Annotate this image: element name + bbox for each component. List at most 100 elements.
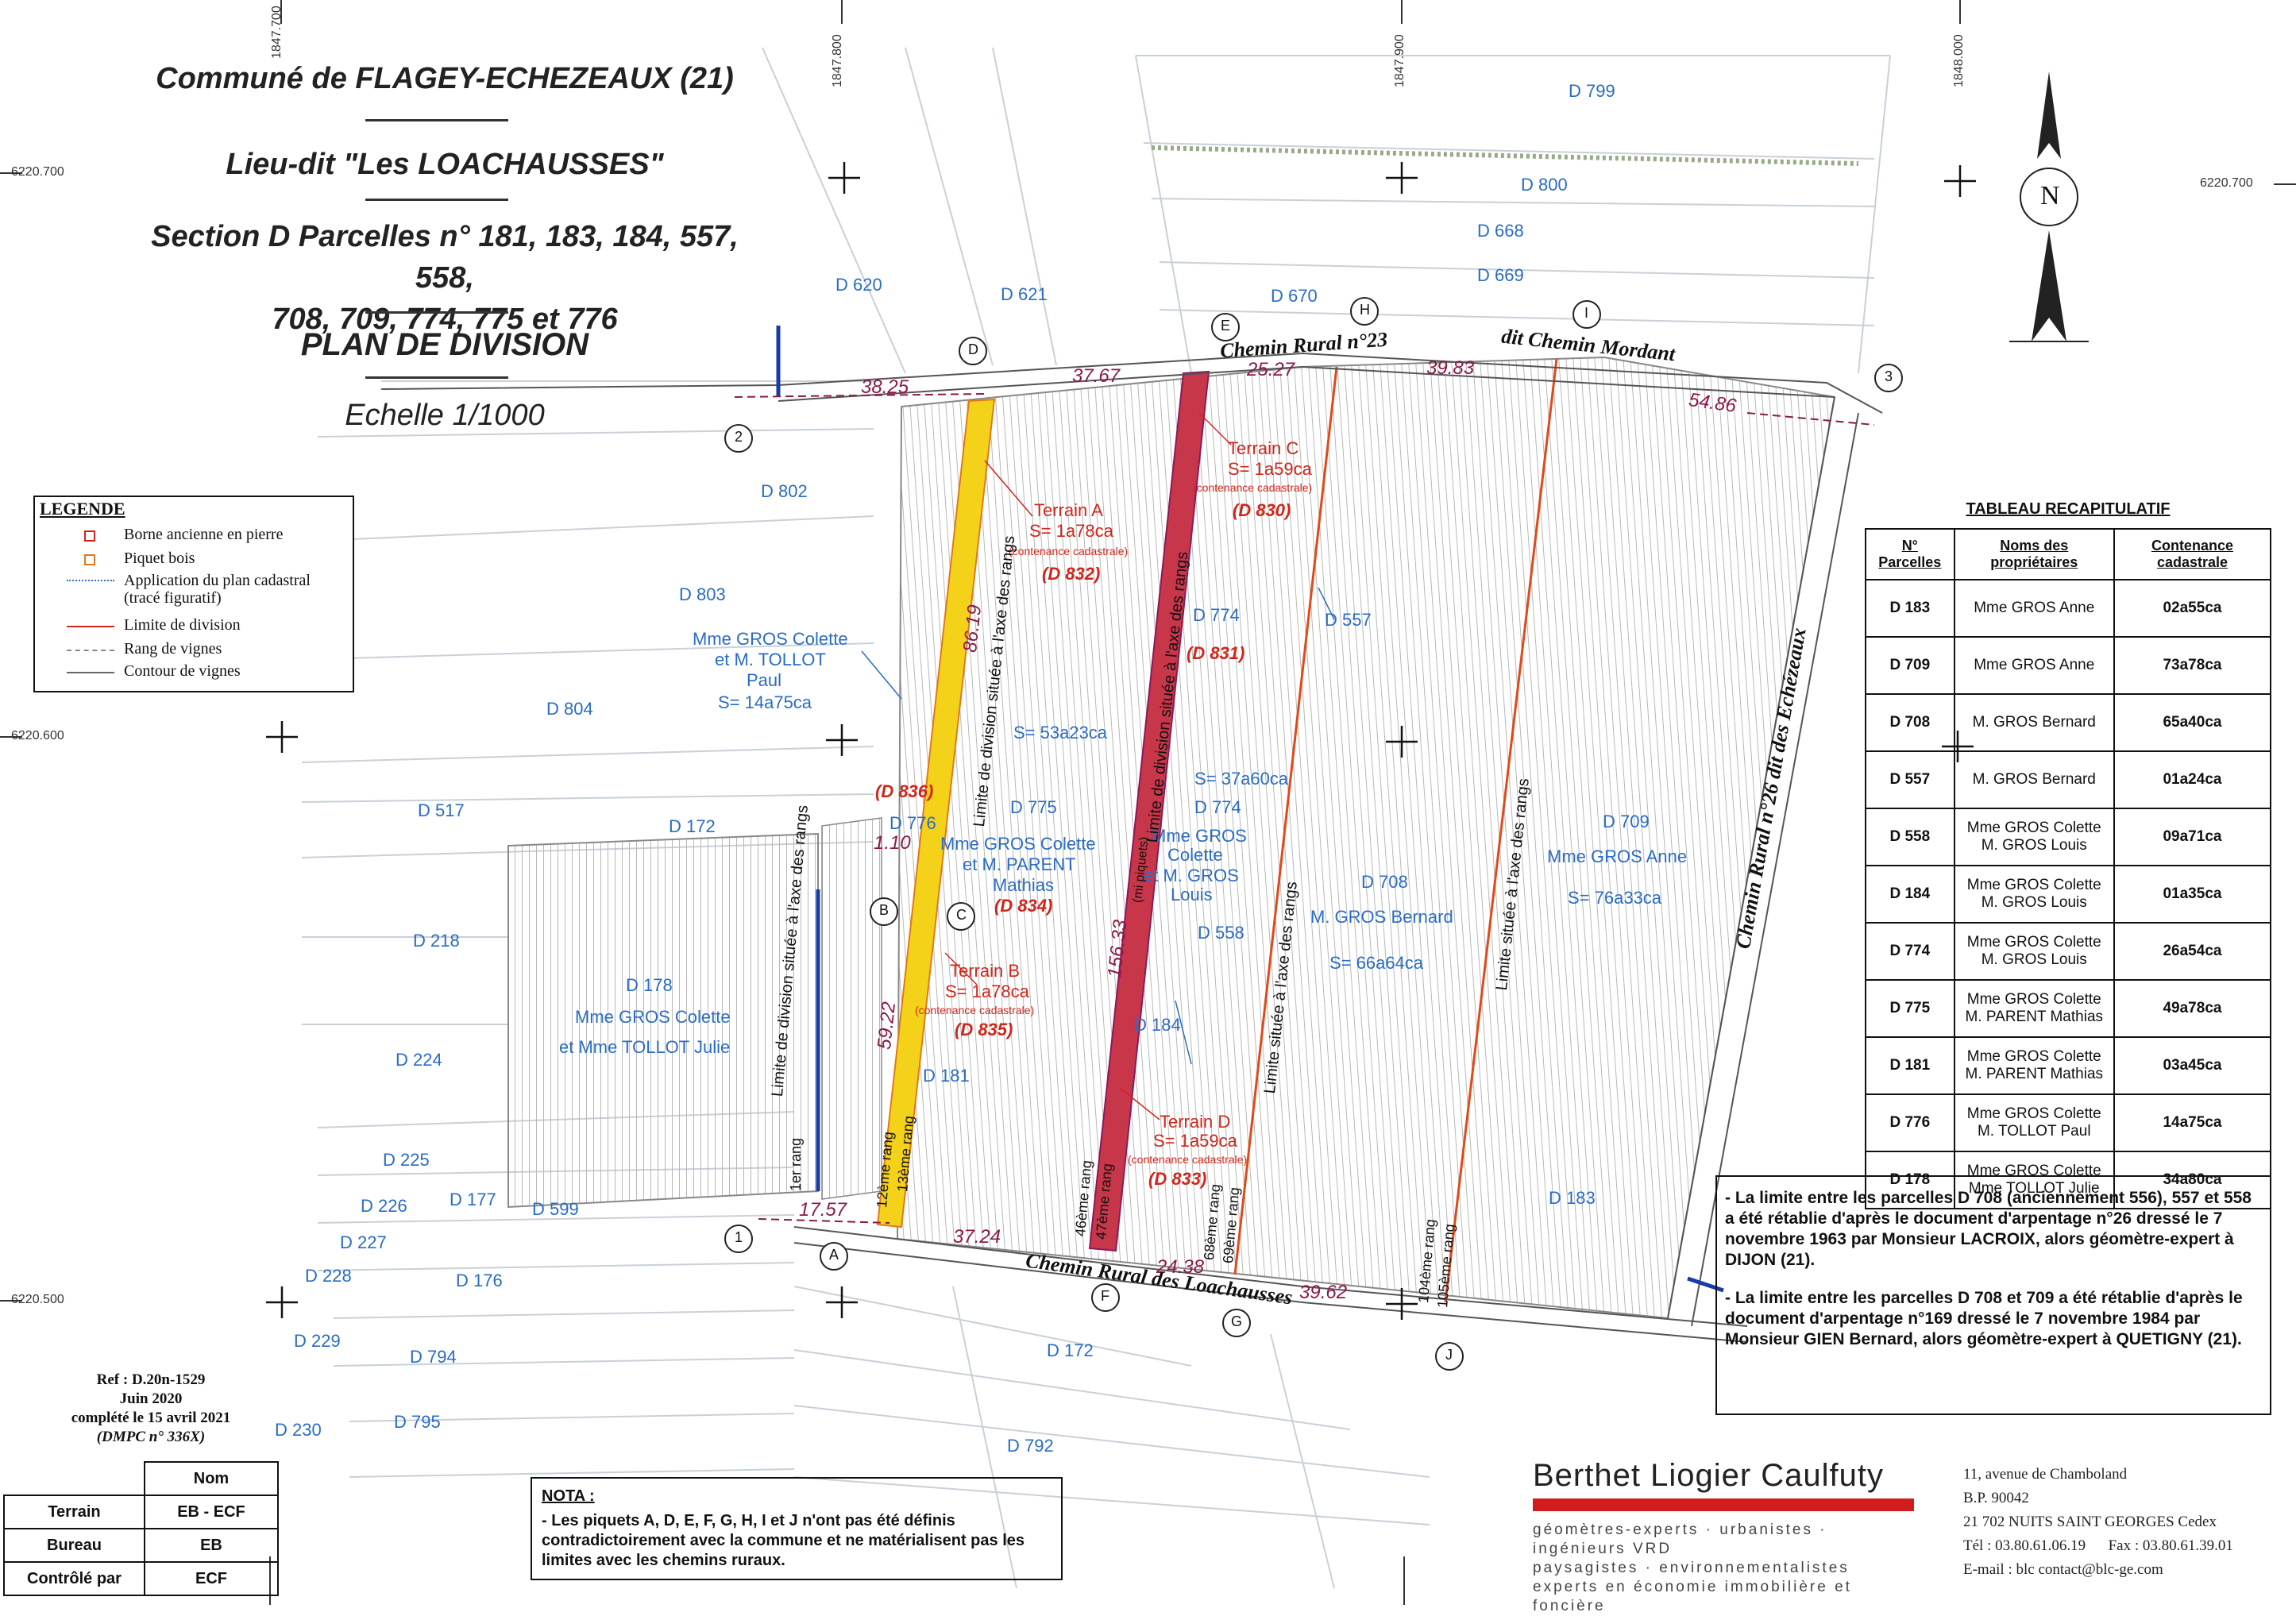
terrain-b-parcel: (D 835) (955, 1020, 1013, 1039)
parcel-label: D 226 (361, 1196, 407, 1216)
summary-owner-line: Mme GROS Colette (1966, 1105, 2101, 1122)
point-j (1435, 1342, 1464, 1371)
summary-owner: Mme GROS Anne (1953, 579, 2115, 638)
parcel-label: D 224 (396, 1050, 442, 1070)
parcel-label: D 172 (1047, 1340, 1094, 1360)
dimension-label: 17.57 (799, 1199, 847, 1221)
dimension-label: 39.83 (1426, 357, 1475, 379)
header-area: Contenance cadastrale (2113, 528, 2272, 580)
parcel-label: D 774 (1193, 605, 1240, 625)
summary-parcel: D 181 (1865, 1036, 1955, 1095)
point-h-label: H (1360, 302, 1370, 318)
summary-parcel: D 558 (1865, 808, 1955, 866)
summary-area: 14a75ca (2113, 1093, 2272, 1152)
terrain-a-area: S= 1a78ca (1029, 521, 1113, 541)
survey-points (724, 297, 1903, 1371)
coord-y-6220600-left: 6220.600 (11, 729, 64, 742)
dimension-label: 39.62 (1299, 1282, 1348, 1303)
point-c (947, 902, 975, 931)
dimension-label: 24.38 (1156, 1256, 1205, 1278)
point-g (1222, 1309, 1251, 1337)
coord-x-1847900: 1847.900 (1393, 34, 1407, 87)
parcel-label: D 668 (1477, 221, 1524, 241)
header-owners: Noms des propriétaires (1953, 528, 2115, 580)
parcel-label: D 172 (669, 816, 716, 836)
owner-d178: et Mme TOLLOT Julie (559, 1037, 731, 1057)
sign-header-row: Nom (4, 1461, 279, 1496)
company-tagline: paysagistes · environnementalistes (1533, 1560, 1850, 1576)
summary-parcel: D 775 (1865, 979, 1955, 1038)
parcel-label: D 802 (761, 481, 808, 501)
terrain-b-note: (contenance cadastrale) (915, 1004, 1035, 1016)
parcel-label: D 229 (294, 1331, 341, 1351)
summary-owner-line: M. GROS Louis (1981, 894, 2087, 911)
owner-d178: Mme GROS Colette (575, 1007, 731, 1027)
summary-area: 01a24ca (2113, 750, 2272, 809)
title-commune: Communé de FLAGEY-ECHEZEAUX (21) (156, 62, 734, 95)
parcel-label: D 181 (923, 1066, 970, 1086)
dimension-label: 25.27 (1247, 359, 1295, 380)
parcel-label: D 227 (340, 1232, 387, 1252)
parcel-label: D 795 (394, 1412, 441, 1432)
parcel-label: D 804 (546, 699, 593, 719)
brand-red-bar (1533, 1498, 1914, 1511)
point-3 (1874, 364, 1903, 392)
owner-d774: Louis (1171, 885, 1213, 904)
legend-item: Piquet bois (124, 550, 195, 567)
point-a-label: A (829, 1247, 839, 1263)
summary-area: 65a40ca (2113, 693, 2272, 752)
parcel-label: D 794 (410, 1347, 457, 1367)
point-3-label: 3 (1885, 368, 1893, 384)
sign-value: EB - ECF (144, 1495, 279, 1529)
point-j-label: J (1445, 1347, 1453, 1363)
cadastral-line-icon (67, 580, 114, 581)
title-separator (365, 119, 508, 121)
summary-owner-line: M. TOLLOT Paul (1977, 1123, 2091, 1140)
summary-table: N° Parcelles Noms des propriétaires Cont… (1865, 528, 2272, 1209)
parcel-d775: D 775 (1010, 797, 1057, 817)
parcel-d831: (D 831) (1187, 643, 1245, 663)
summary-parcel: D 708 (1865, 693, 1955, 752)
ref-updated: complété le 15 avril 2021 (71, 1410, 231, 1426)
title-lieu-dit: Lieu-dit "Les LOACHAUSSES" (226, 148, 664, 181)
north-label: N (2040, 181, 2060, 210)
terrain-b-area: S= 1a78ca (945, 982, 1029, 1001)
terrain-leaders (944, 412, 1232, 1120)
parcel-label: D 669 (1477, 265, 1524, 285)
address-phone: Tél : 03.80.61.06.19 Fax : 03.80.61.39.0… (1963, 1537, 2233, 1554)
title-section-line1: Section D Parcelles n° 181, 183, 184, 55… (151, 220, 739, 295)
area-d776: S= 14a75ca (718, 692, 812, 712)
parcel-d774: D 774 (1194, 797, 1241, 817)
point-b-label: B (879, 902, 889, 918)
area-d708: S= 66a64ca (1329, 953, 1424, 973)
summary-parcel: D 776 (1865, 1093, 1955, 1152)
owner-d774: Mme GROS (1152, 826, 1247, 846)
summary-owner-line: M. GROS Bernard (1972, 771, 2096, 788)
summary-parcel: D 774 (1865, 922, 1955, 981)
signature-table: Nom Terrain EB - ECF Bureau EB Contrôlé … (3, 1461, 279, 1596)
summary-owner-line: Mme GROS Colette (1966, 934, 2101, 951)
parcel-label: D 177 (450, 1190, 496, 1209)
parcel-label: D 799 (1569, 81, 1615, 101)
stone-marker-icon (84, 530, 95, 542)
parcel-label: D 183 (1549, 1188, 1596, 1208)
parcel-d708: D 708 (1361, 872, 1408, 892)
area-d709: S= 76a33ca (1568, 888, 1662, 908)
parcel-label: D 803 (679, 584, 726, 604)
vine-outline-icon (67, 672, 114, 673)
note-paragraph: - La limite entre les parcelles D 708 et… (1725, 1289, 2243, 1348)
ref-dmpc: (DMPC n° 336X) (96, 1429, 206, 1445)
sign-row: Bureau EB (3, 1528, 279, 1563)
owner-d774: et M. GROS (1144, 866, 1239, 885)
owner-d776: Paul (747, 670, 782, 690)
summary-area: 02a55ca (2113, 579, 2272, 638)
header-parcel: N° Parcelles (1865, 528, 1955, 580)
legend-item: Borne ancienne en pierre (124, 526, 284, 543)
ref-date: Juin 2020 (119, 1390, 183, 1407)
owner-d775: Mathias (993, 875, 1055, 895)
